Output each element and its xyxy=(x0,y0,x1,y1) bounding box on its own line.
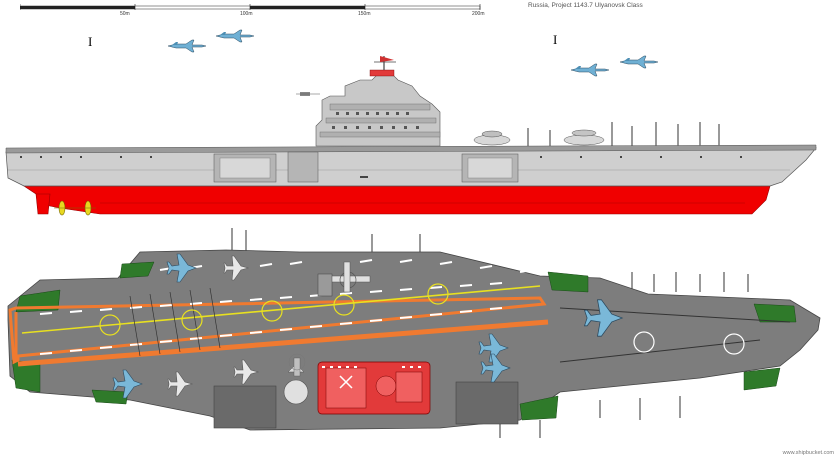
bow-helo-spots xyxy=(633,331,745,355)
aircraft-flying-3 xyxy=(570,63,610,77)
radar-array xyxy=(369,69,395,77)
deck-aircraft-side xyxy=(473,129,605,146)
arrestor-wires xyxy=(129,287,221,357)
deck-antennas-side xyxy=(527,122,720,148)
hull-side xyxy=(5,147,817,187)
deck-markings xyxy=(39,259,533,355)
section-marker-left: I xyxy=(88,34,93,49)
landing-centerline xyxy=(21,285,541,334)
scale-bar-graphic xyxy=(20,4,481,10)
aircraft-flying-1 xyxy=(167,39,207,53)
island-superstructure xyxy=(296,56,441,147)
deck-antennas-top xyxy=(231,228,749,438)
hull-underwater xyxy=(23,185,771,215)
aircraft-flying-2 xyxy=(215,29,255,43)
aircraft-elevators xyxy=(213,381,519,429)
aircraft-flying-4 xyxy=(619,55,659,69)
helicopter-top xyxy=(288,353,306,377)
scale-label-200: 200m xyxy=(472,11,485,17)
rudder xyxy=(35,193,51,215)
scale-label-150: 150m xyxy=(358,11,371,17)
hull-portholes xyxy=(20,156,742,178)
watermark: www.shipbucket.com xyxy=(782,450,834,456)
top-view xyxy=(7,228,821,438)
section-marker-right: I xyxy=(553,32,558,47)
scale-label-50: 50m xyxy=(120,11,130,17)
sponson-mid xyxy=(287,151,319,183)
landing-spots xyxy=(99,283,449,336)
catapults xyxy=(559,307,791,363)
angled-deck-edge xyxy=(17,319,549,367)
propellers xyxy=(54,200,96,216)
scale-label-100: 100m xyxy=(240,11,253,17)
drawing-caption: Russia, Project 1143.7 Ulyanovsk Class xyxy=(528,2,643,9)
scale-bar: 50m 100m 150m 200m xyxy=(20,4,540,18)
deck-sponsons xyxy=(11,261,797,421)
island-top-view xyxy=(317,361,431,415)
side-profile xyxy=(5,56,817,216)
flight-deck-edge xyxy=(5,144,817,154)
awacs-aircraft-top xyxy=(317,261,371,297)
